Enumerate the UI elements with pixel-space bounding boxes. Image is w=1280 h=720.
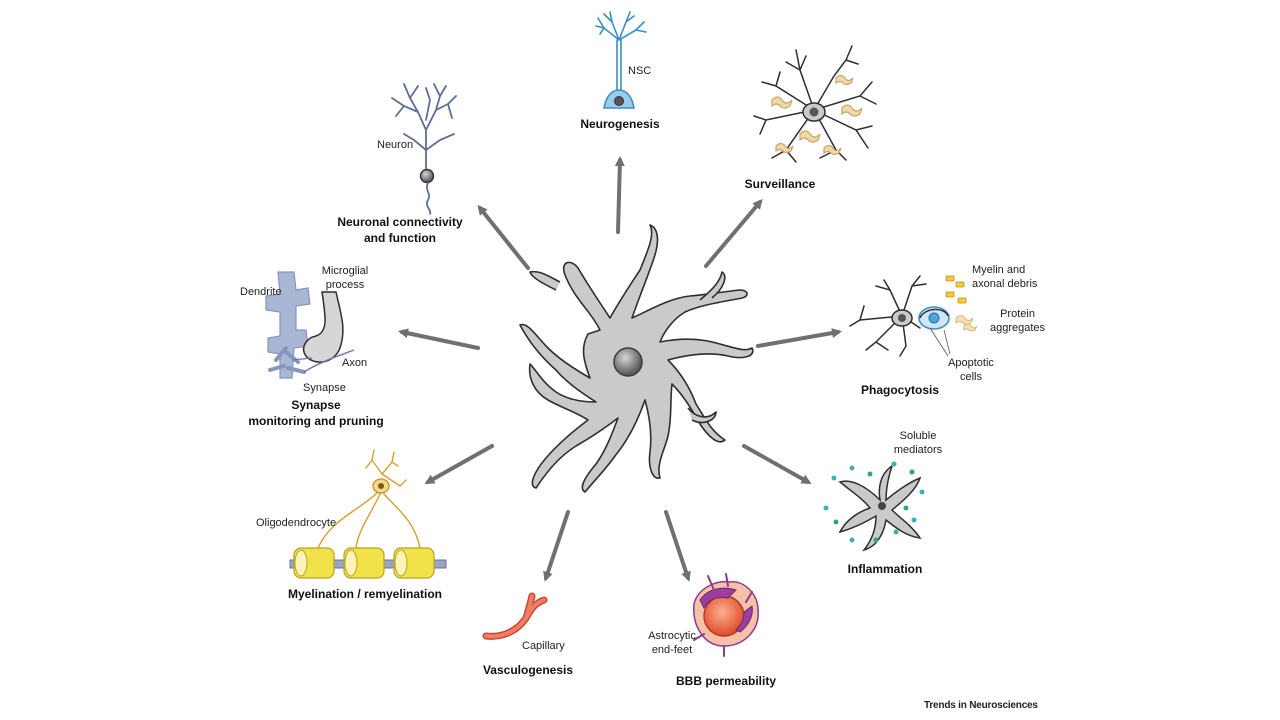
apoptotic-cells-line1: Apoptotic (948, 357, 994, 369)
neuron-cell (391, 83, 457, 215)
arrow-bbb (664, 510, 691, 582)
protein-aggregates-label: Protein aggregates (990, 307, 1045, 335)
journal-footer: Trends in Neurosciences (924, 700, 1038, 711)
soluble-mediators-line2: mediators (893, 444, 943, 456)
synapse-title-line1: Synapse (291, 398, 341, 412)
arrows (398, 156, 842, 582)
bbb-illustration (693, 573, 759, 657)
protein-aggregates-line1: Protein (1000, 308, 1035, 320)
astrocytic-endfeet-line2: end-feet (651, 644, 693, 656)
arrow-phagocytosis (756, 328, 842, 348)
oligodendrocyte-illustration (289, 449, 447, 579)
microglial-process-line1: Microglial (321, 265, 369, 277)
capillary-illustration (482, 592, 548, 640)
arrow-myelination (424, 444, 494, 484)
surveillance-title: Surveillance (744, 177, 816, 191)
neuronal-title-line1: Neuronal connectivity (337, 215, 463, 229)
dendrite-label: Dendrite (240, 286, 282, 298)
apoptotic-cells-label: Apoptotic cells (936, 356, 1006, 384)
phagocytosis-microglia (849, 275, 978, 357)
neuronal-title: Neuronal connectivity and function (320, 214, 480, 246)
astrocytic-endfeet-line1: Astrocytic (648, 630, 696, 642)
microglial-process-label: Microglial process (310, 264, 380, 292)
apoptotic-leader (943, 329, 951, 355)
synapse-title: Synapse monitoring and pruning (236, 397, 396, 429)
arrow-synapse (398, 328, 480, 350)
capillary-label: Capillary (522, 640, 565, 652)
microglial-process-line2: process (325, 279, 365, 291)
myelin-debris-line1: Myelin and (972, 264, 1026, 276)
phagocytosis-title: Phagocytosis (860, 383, 940, 397)
neuronal-title-line2: and function (364, 231, 436, 245)
myelination-title: Myelination / remyelination (287, 587, 443, 601)
axon-label: Axon (342, 357, 368, 369)
neuron-label: Neuron (377, 139, 414, 151)
arrow-vasculogenesis (543, 510, 570, 582)
soluble-mediators-line1: Soluble (899, 430, 937, 442)
synapse-title-line2: monitoring and pruning (248, 414, 384, 428)
apoptotic-cells-line2: cells (959, 371, 982, 383)
myelin-debris-line2: axonal debris (972, 278, 1038, 290)
oligodendrocyte-label: Oligodendrocyte (256, 517, 337, 529)
mediator-dots (823, 461, 925, 543)
inflammation-microglia (823, 461, 925, 552)
astrocytic-endfeet-label: Astrocytic end-feet (640, 629, 704, 657)
protein-aggregates-line2: aggregates (990, 322, 1046, 334)
surveillance-microglia (753, 45, 877, 163)
neurogenesis-title: Neurogenesis (580, 117, 660, 131)
arrow-neurogenesis (614, 156, 625, 234)
inflammation-title: Inflammation (847, 562, 923, 576)
nsc-cell (595, 11, 647, 109)
arrow-neuronal (477, 204, 530, 270)
soluble-mediators-label: Soluble mediators (886, 429, 950, 457)
myelin-debris-label: Myelin and axonal debris (972, 263, 1037, 291)
arrow-surveillance (704, 198, 763, 268)
vasculogenesis-title: Vasculogenesis (482, 663, 574, 677)
synapse-illustration (265, 271, 355, 379)
central-microglia (519, 224, 754, 493)
arrow-inflammation (742, 444, 812, 484)
synapse-label: Synapse (303, 382, 346, 394)
bbb-title: BBB permeability (675, 674, 777, 688)
nsc-label: NSC (628, 65, 652, 77)
